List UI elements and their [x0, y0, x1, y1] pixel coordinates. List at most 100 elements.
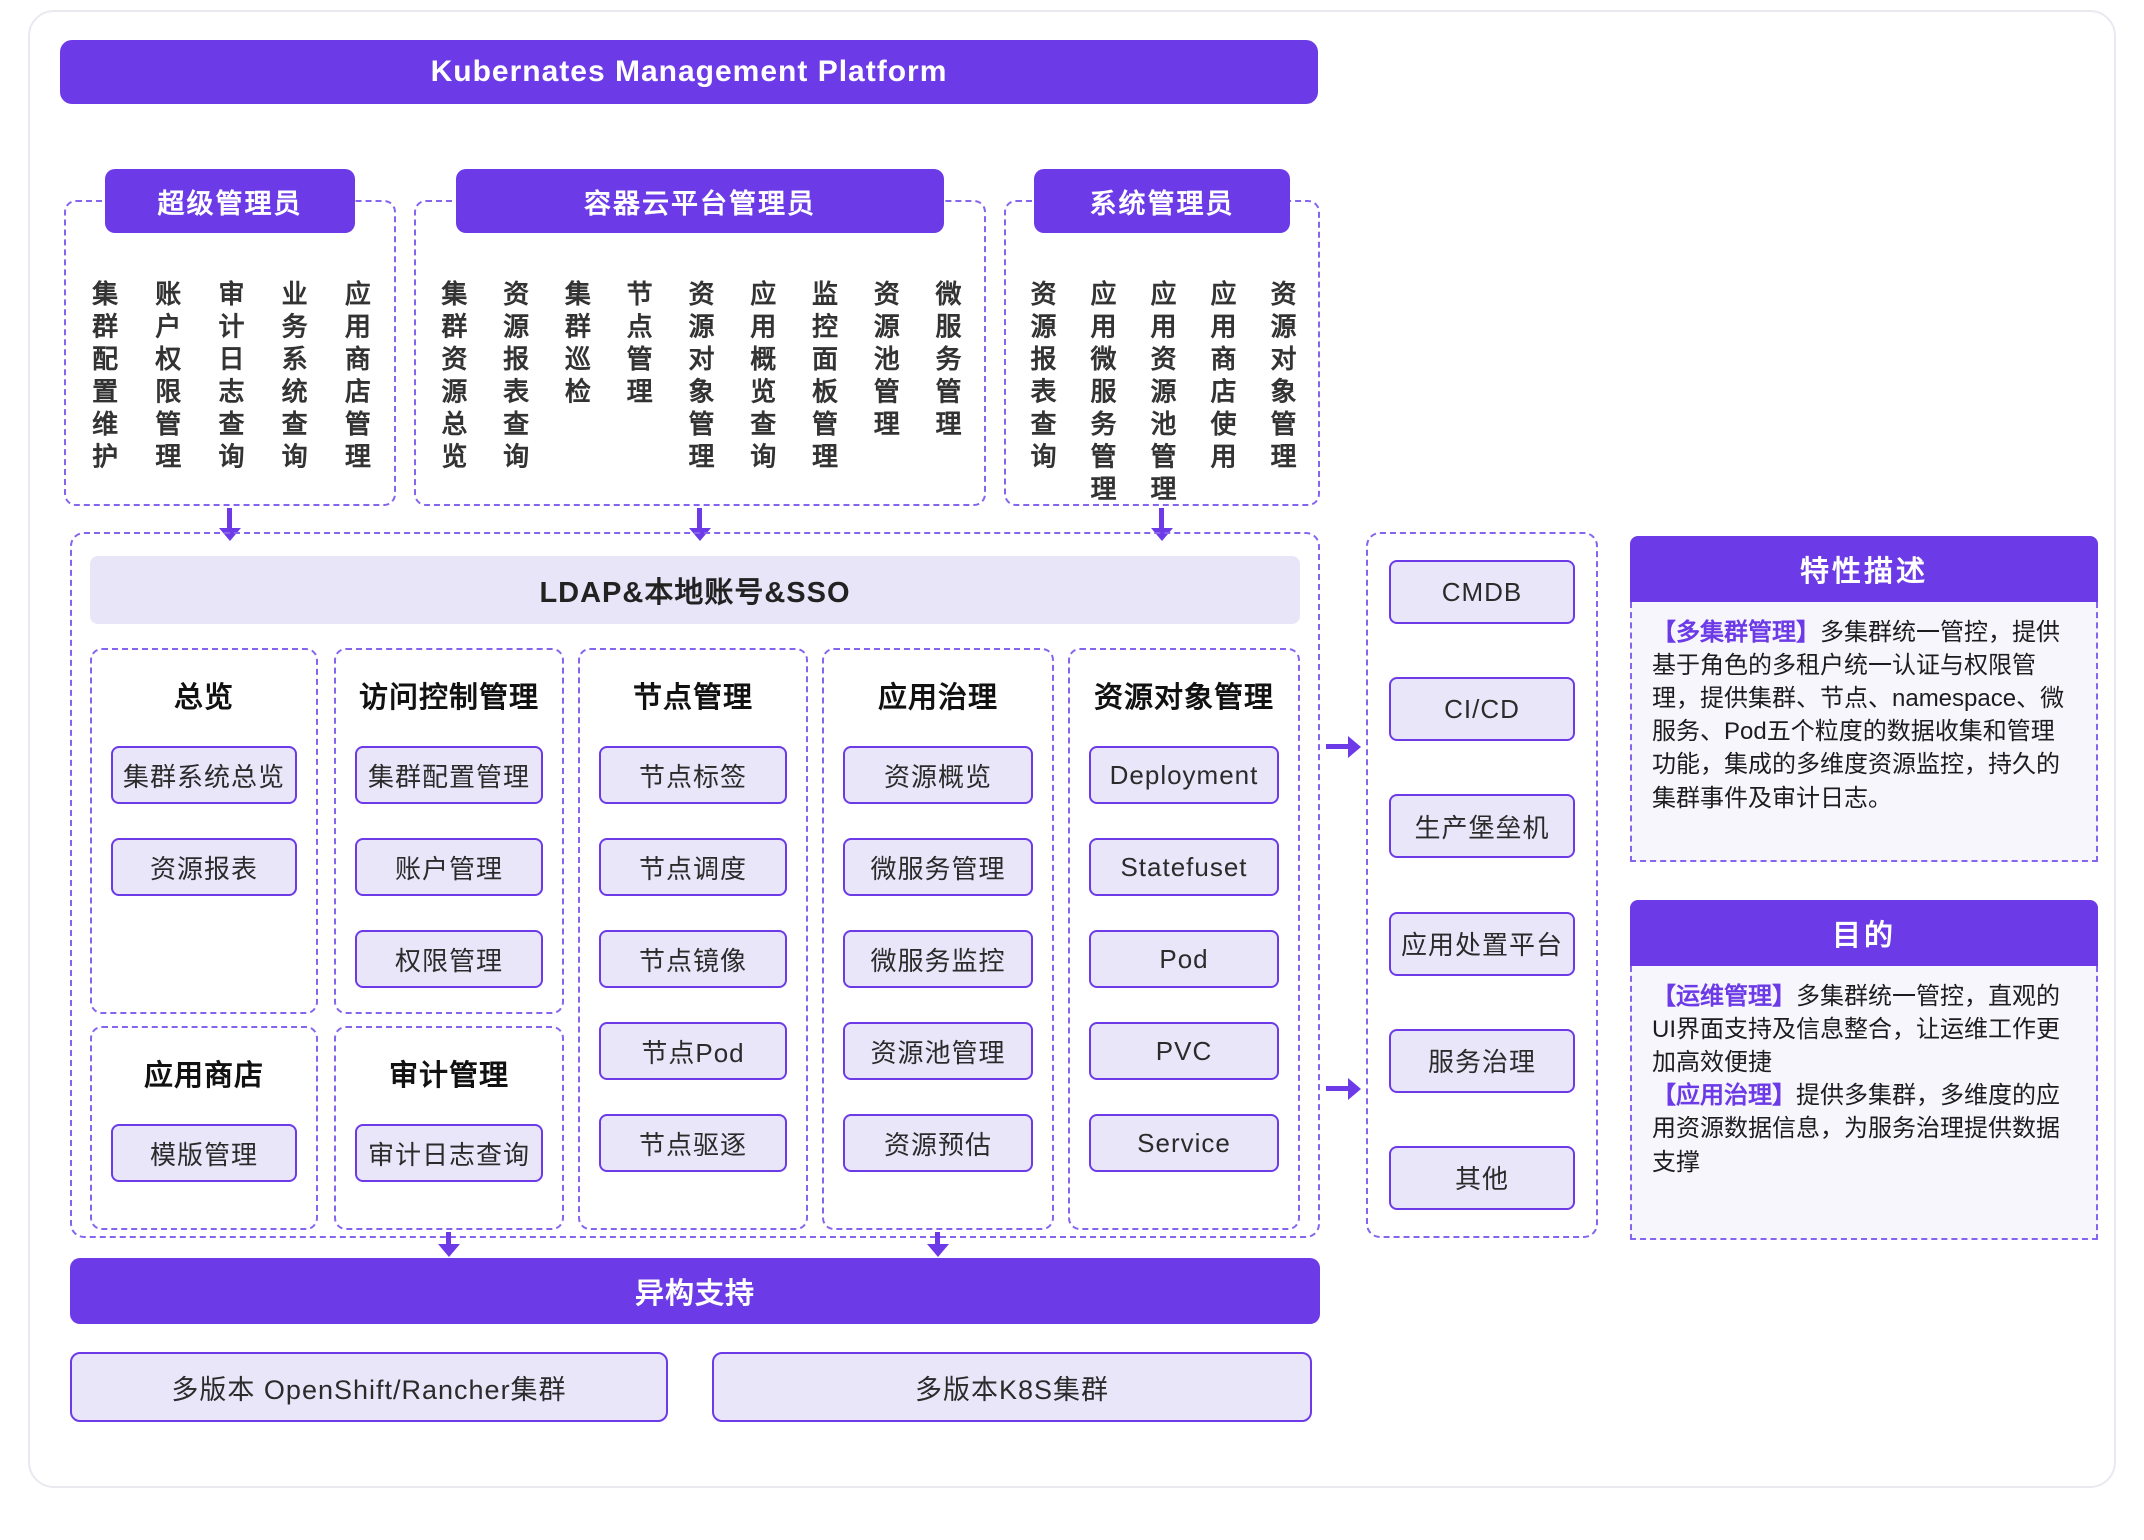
module-title: 应用商店	[143, 1060, 264, 1092]
arrow-right-icon	[1326, 744, 1348, 749]
module-title: 访问控制管理	[358, 682, 539, 714]
role-item: 集群配置维护	[88, 280, 119, 475]
module-item: 微服务监控	[843, 930, 1033, 988]
integrations-panel: CMDB CI/CD 生产堡垒机 应用处置平台 服务治理 其他	[1366, 532, 1598, 1238]
module-item: 权限管理	[355, 930, 543, 988]
module-item: 模版管理	[111, 1124, 297, 1182]
feature-paragraph: 【多集群管理】多集群统一管控，提供基于角色的多租户统一认证与权限管理，提供集群、…	[1652, 616, 2076, 815]
role-item: 应用商店管理	[341, 280, 372, 475]
role-item: 应用概览查询	[746, 280, 777, 475]
purpose-panel-body: 【运维管理】多集群统一管控，直观的UI界面支持及信息整合，让运维工作更加高效便捷…	[1630, 966, 2098, 1240]
arrow-down-icon	[697, 508, 702, 528]
module-item: 账户管理	[355, 838, 543, 896]
module-item: 节点Pod	[599, 1022, 787, 1080]
module-item: Statefuset	[1089, 838, 1279, 896]
feature-panel: 特性描述 【多集群管理】多集群统一管控，提供基于角色的多租户统一认证与权限管理，…	[1630, 536, 2098, 862]
feature-text: 多集群统一管控，提供基于角色的多租户统一认证与权限管理，提供集群、节点、name…	[1652, 619, 2065, 812]
purpose-tag: 【运维管理】	[1652, 983, 1796, 1010]
arrow-down-icon	[935, 1232, 940, 1244]
outer-frame	[28, 10, 2116, 1488]
role-item: 资源对象管理	[1267, 280, 1297, 475]
module-item: 微服务管理	[843, 838, 1033, 896]
role-item: 审计日志查询	[214, 280, 245, 475]
page-title: Kubernates Management Platform	[60, 40, 1318, 104]
module-item: 资源报表	[111, 838, 297, 896]
module-access-control: 访问控制管理 集群配置管理 账户管理 权限管理	[334, 648, 564, 1014]
module-title: 节点管理	[632, 682, 753, 714]
role-item: 节点管理	[623, 280, 654, 410]
module-item: PVC	[1089, 1022, 1279, 1080]
module-resource-objects: 资源对象管理 Deployment Statefuset Pod PVC Ser…	[1068, 648, 1300, 1230]
module-item: 集群配置管理	[355, 746, 543, 804]
role-section-platform-admin: 容器云平台管理员 集群资源总览 资源报表查询 集群巡检 节点管理 资源对象管理 …	[414, 169, 986, 506]
module-item: Pod	[1089, 930, 1279, 988]
purpose-text: 提供多集群，多维度的应用资源数据信息，为服务治理提供数据支撑	[1652, 1082, 2060, 1176]
module-item: 节点调度	[599, 838, 787, 896]
role-badge-platform-admin: 容器云平台管理员	[456, 169, 944, 233]
module-item: Service	[1089, 1114, 1279, 1172]
role-item: 应用商店使用	[1207, 280, 1237, 475]
role-item: 集群资源总览	[437, 280, 468, 475]
integration-item: CMDB	[1389, 560, 1575, 624]
module-node-management: 节点管理 节点标签 节点调度 节点镜像 节点Pod 节点驱逐	[578, 648, 808, 1230]
arrow-down-icon	[227, 508, 232, 528]
role-item: 应用资源池管理	[1147, 280, 1177, 508]
role-item: 监控面板管理	[808, 280, 839, 475]
integration-item: 生产堡垒机	[1389, 794, 1575, 859]
module-audit: 审计管理 审计日志查询	[334, 1026, 564, 1230]
module-item: 节点镜像	[599, 930, 787, 988]
module-item: 节点标签	[599, 746, 787, 804]
role-badge-super-admin: 超级管理员	[105, 169, 355, 233]
role-section-system-admin: 系统管理员 资源报表查询 应用微服务管理 应用资源池管理 应用商店使用 资源对象…	[1004, 169, 1320, 508]
role-items: 集群资源总览 资源报表查询 集群巡检 节点管理 资源对象管理 应用概览查询 监控…	[416, 202, 984, 475]
purpose-paragraph: 【应用治理】提供多集群，多维度的应用资源数据信息，为服务治理提供数据支撑	[1652, 1079, 2076, 1178]
feature-tag: 【多集群管理】	[1652, 619, 1820, 646]
arrow-down-icon	[1159, 508, 1164, 528]
purpose-panel-title: 目的	[1630, 900, 2098, 966]
role-item: 应用微服务管理	[1087, 280, 1117, 508]
arrow-right-icon	[1326, 1086, 1348, 1091]
arrow-down-icon	[446, 1232, 451, 1244]
role-item: 资源池管理	[870, 280, 901, 443]
purpose-paragraph: 【运维管理】多集群统一管控，直观的UI界面支持及信息整合，让运维工作更加高效便捷	[1652, 980, 2076, 1079]
role-item: 集群巡检	[561, 280, 592, 410]
cluster-box-openshift-rancher: 多版本 OpenShift/Rancher集群	[70, 1352, 668, 1422]
module-item: 集群系统总览	[111, 746, 297, 804]
module-overview: 总览 集群系统总览 资源报表	[90, 648, 318, 1014]
role-item: 资源对象管理	[684, 280, 715, 475]
module-title: 资源对象管理	[1093, 682, 1274, 714]
module-item: Deployment	[1089, 746, 1279, 804]
module-item: 节点驱逐	[599, 1114, 787, 1172]
integration-item: 应用处置平台	[1389, 911, 1575, 976]
cluster-box-k8s: 多版本K8S集群	[712, 1352, 1312, 1422]
feature-panel-title: 特性描述	[1630, 536, 2098, 602]
purpose-tag: 【应用治理】	[1652, 1082, 1796, 1110]
feature-panel-body: 【多集群管理】多集群统一管控，提供基于角色的多租户统一认证与权限管理，提供集群、…	[1630, 602, 2098, 862]
module-app-governance: 应用治理 资源概览 微服务管理 微服务监控 资源池管理 资源预估	[822, 648, 1054, 1230]
module-title: 应用治理	[877, 682, 998, 714]
role-item: 资源报表查询	[1027, 280, 1057, 475]
module-item: 审计日志查询	[355, 1124, 543, 1182]
role-section-super-admin: 超级管理员 集群配置维护 账户权限管理 审计日志查询 业务系统查询 应用商店管理	[64, 169, 396, 506]
integration-item: CI/CD	[1389, 677, 1575, 742]
integration-item: 服务治理	[1389, 1028, 1575, 1093]
role-item: 账户权限管理	[151, 280, 182, 475]
purpose-text: 多集群统一管控，直观的UI界面支持及信息整合，让运维工作更加高效便捷	[1652, 983, 2060, 1077]
role-item: 微服务管理	[932, 280, 962, 443]
auth-bar: LDAP&本地账号&SSO	[90, 556, 1300, 624]
role-item: 业务系统查询	[278, 280, 309, 475]
module-title: 审计管理	[388, 1060, 509, 1092]
role-badge-system-admin: 系统管理员	[1034, 169, 1290, 233]
platform-box	[70, 532, 1320, 1238]
purpose-panel: 目的 【运维管理】多集群统一管控，直观的UI界面支持及信息整合，让运维工作更加高…	[1630, 900, 2098, 1240]
hetero-support-bar: 异构支持	[70, 1258, 1320, 1324]
role-item: 资源报表查询	[499, 280, 530, 475]
role-items: 资源报表查询 应用微服务管理 应用资源池管理 应用商店使用 资源对象管理	[1006, 202, 1318, 508]
module-item: 资源池管理	[843, 1022, 1033, 1080]
module-title: 总览	[173, 682, 234, 714]
integration-item: 其他	[1389, 1145, 1575, 1210]
module-app-store: 应用商店 模版管理	[90, 1026, 318, 1230]
module-item: 资源概览	[843, 746, 1033, 804]
role-items: 集群配置维护 账户权限管理 审计日志查询 业务系统查询 应用商店管理	[66, 202, 394, 475]
